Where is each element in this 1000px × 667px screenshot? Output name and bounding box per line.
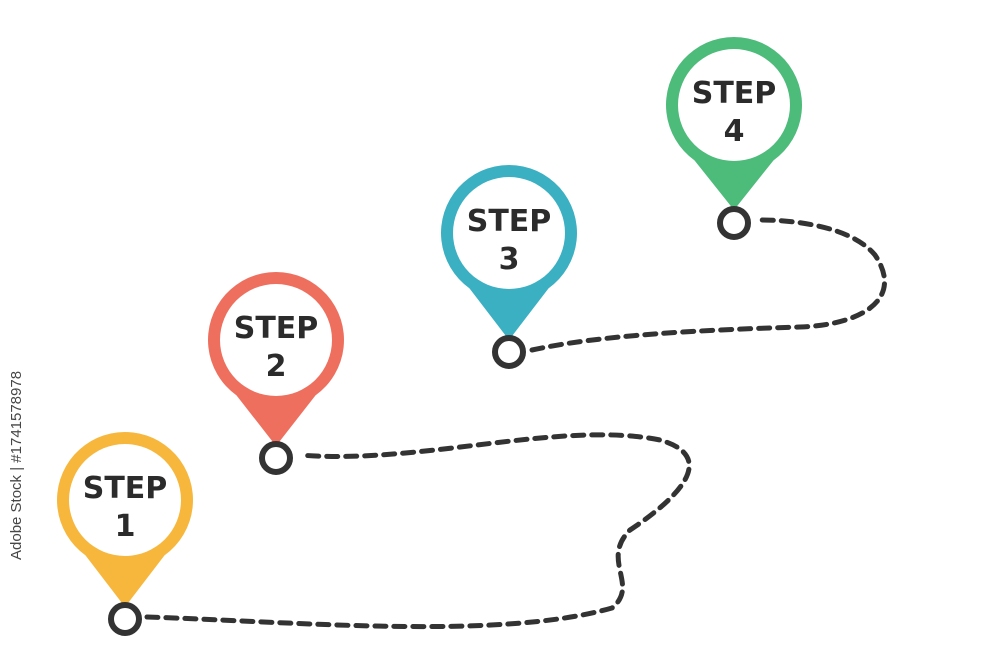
stock-watermark: Adobe Stock | #1741578978 [8, 370, 25, 560]
step-label-word: STEP [83, 471, 168, 506]
location-ring-icon [108, 602, 142, 636]
location-ring-icon [259, 441, 293, 475]
pin-inner-circle [453, 177, 565, 289]
route-segment-1-2 [144, 432, 692, 630]
step-label-number: 2 [266, 349, 287, 384]
step-label-number: 4 [724, 114, 745, 149]
pin-inner-circle [220, 284, 332, 396]
step-label-word: STEP [467, 204, 552, 239]
step-label-word: STEP [692, 76, 777, 111]
step-label-number: 1 [115, 509, 136, 544]
route-segment-2-3 [529, 217, 888, 353]
location-ring-icon [492, 335, 526, 369]
step-label-number: 3 [499, 242, 520, 277]
location-ring-icon [717, 206, 751, 240]
pin-inner-circle [69, 444, 181, 556]
pin-inner-circle [678, 49, 790, 161]
step-label-word: STEP [234, 311, 319, 346]
